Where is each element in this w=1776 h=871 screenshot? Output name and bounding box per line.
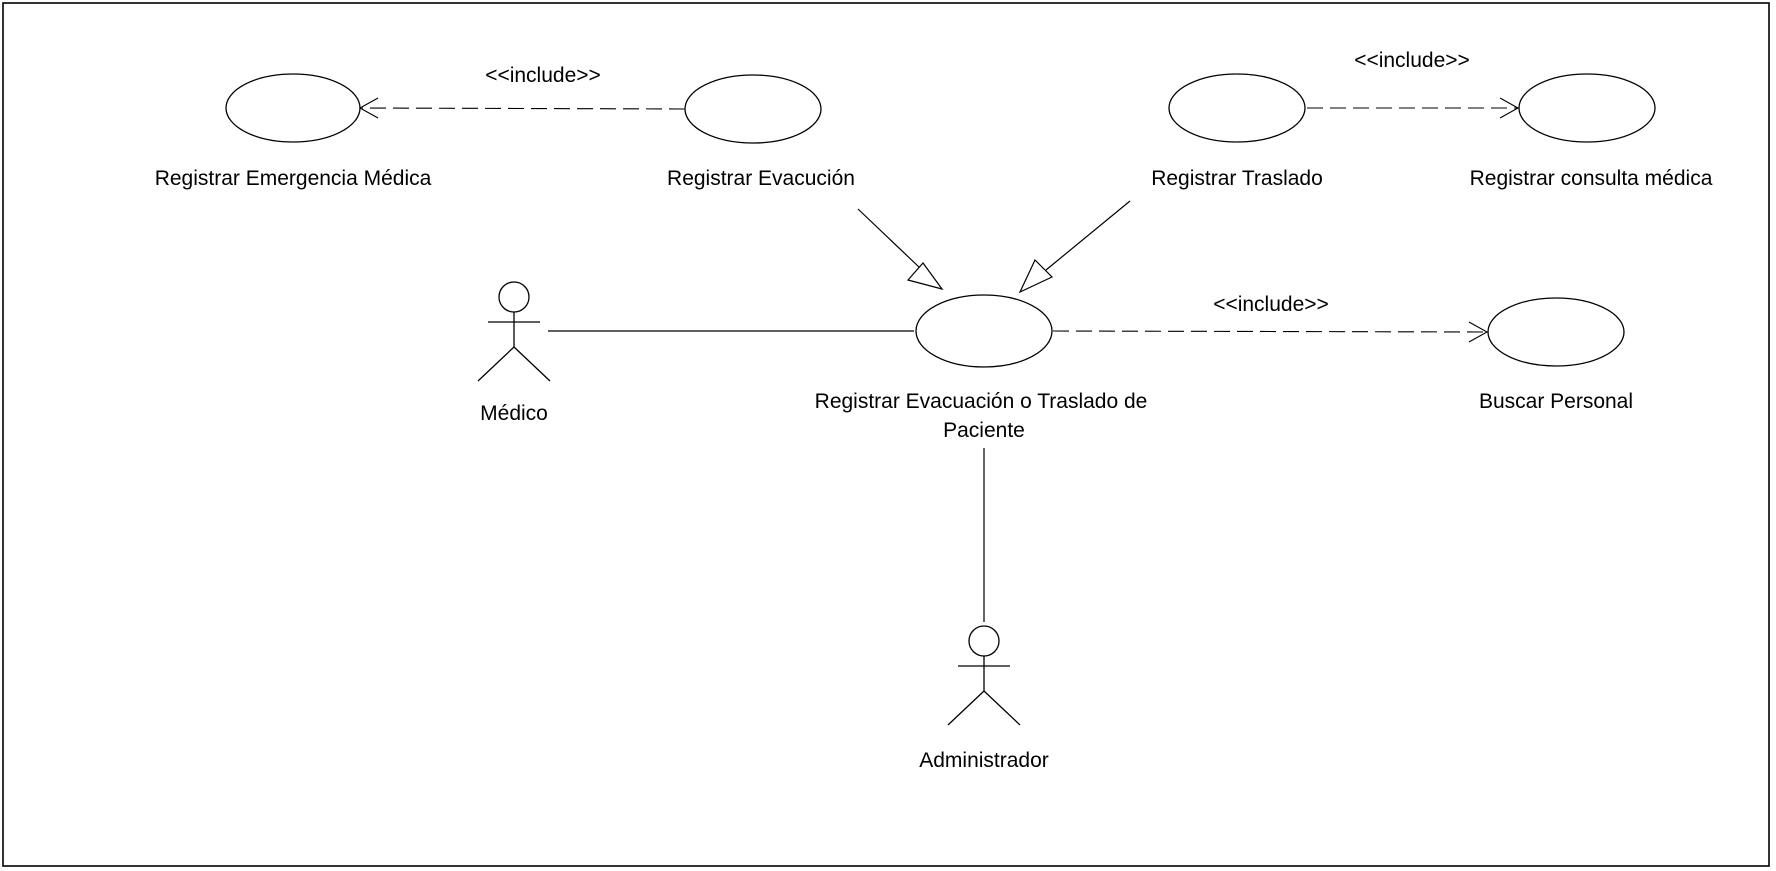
actor-medico-head (498, 281, 530, 313)
label-registrar-emergencia-medica: Registrar Emergencia Médica (155, 167, 432, 190)
use-case-registrar-traslado (1168, 73, 1306, 143)
include-dependency-emergencia (361, 107, 686, 110)
actor-medico (477, 281, 551, 382)
include-dependency-buscar (1052, 330, 1488, 333)
label-registrar-traslado: Registrar Traslado (1151, 167, 1323, 190)
label-registrar-evacuacion-traslado-line2: Paciente (943, 419, 1025, 442)
label-include-buscar: <<include>> (1213, 293, 1329, 316)
label-buscar-personal: Buscar Personal (1479, 390, 1633, 413)
label-registrar-evacucion: Registrar Evacución (667, 167, 855, 190)
generalization-traslado-arrowhead (1018, 258, 1054, 294)
actor-administrador (947, 625, 1021, 726)
actor-administrador-head (968, 625, 1000, 657)
use-case-registrar-evacucion (684, 74, 822, 144)
label-registrar-consulta-medica: Registrar consulta médica (1470, 167, 1713, 190)
use-case-registrar-consulta-medica (1518, 73, 1656, 143)
generalization-evacucion (857, 208, 921, 269)
label-actor-administrador: Administrador (919, 749, 1049, 772)
include-arrowhead-buscar (1468, 321, 1489, 343)
actor-administrador-left-leg (947, 690, 985, 726)
label-include-emergencia: <<include>> (485, 64, 601, 87)
generalization-evacucion-arrowhead (906, 262, 944, 291)
label-include-consulta: <<include>> (1354, 49, 1470, 72)
use-case-registrar-emergencia-medica (225, 73, 361, 143)
include-arrowhead-consulta (1499, 97, 1520, 119)
generalization-traslado (1045, 200, 1131, 271)
label-registrar-evacuacion-traslado-line1: Registrar Evacuación o Traslado de (815, 390, 1148, 413)
actor-medico-left-leg (477, 346, 515, 382)
use-case-registrar-evacuacion-traslado (915, 294, 1053, 368)
label-actor-medico: Médico (480, 402, 548, 425)
use-case-buscar-personal (1487, 297, 1625, 367)
actor-medico-right-leg (513, 346, 551, 382)
actor-administrador-right-leg (983, 690, 1021, 726)
